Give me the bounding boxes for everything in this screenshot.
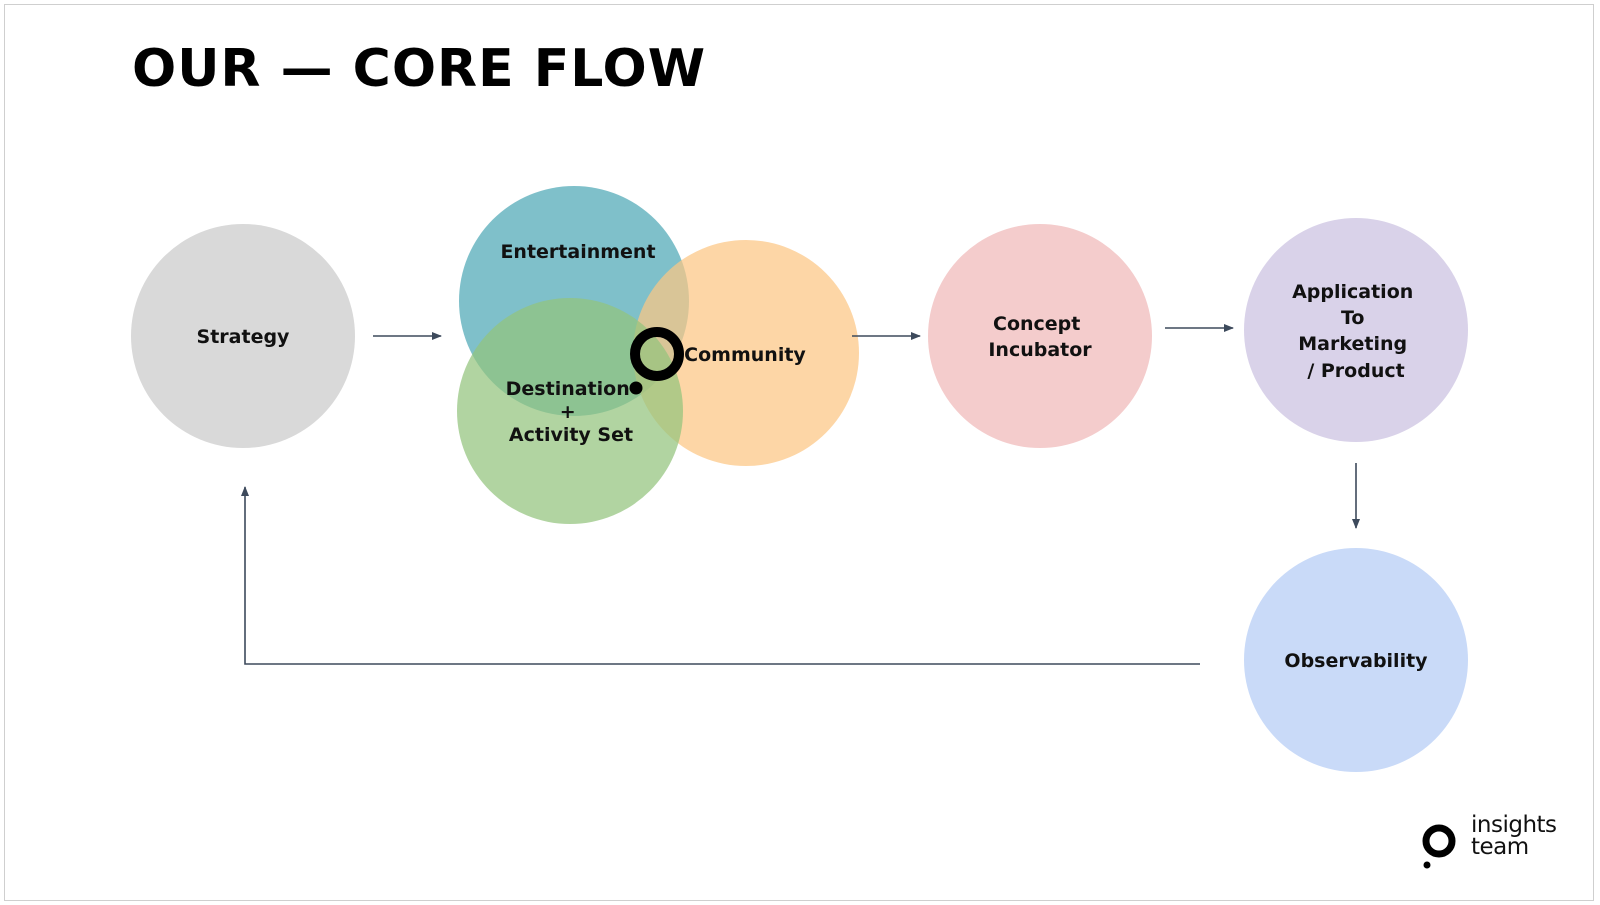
logo-ring-icon — [1422, 824, 1456, 858]
destination-label-line: + — [560, 401, 576, 423]
concept-incubator-node: Concept Incubator — [928, 224, 1152, 448]
brand-dot-icon — [629, 381, 643, 395]
destination-label: Destination + Activity Set — [506, 378, 637, 446]
strategy-label: Strategy — [197, 326, 291, 348]
application-label-line: Application — [1292, 281, 1413, 303]
application-label-line: To — [1341, 307, 1365, 329]
destination-circle — [457, 298, 683, 524]
insights-team-logo — [1422, 824, 1456, 869]
destination-label-line: Destination — [506, 378, 630, 400]
brand-wordmark: insights team — [1471, 812, 1557, 860]
application-label: Application To Marketing / Product — [1292, 281, 1420, 382]
brand-line-1: insights — [1471, 812, 1557, 838]
brand-ring-icon — [630, 327, 684, 381]
observability-node: Observability — [1244, 548, 1468, 772]
page-title: OUR — CORE FLOW — [132, 39, 707, 99]
application-label-line: Marketing — [1298, 333, 1407, 355]
logo-dot-icon — [1423, 861, 1431, 869]
venn-group: Entertainment Community Destination + Ac… — [457, 186, 859, 524]
observability-label: Observability — [1284, 650, 1428, 672]
community-label: Community — [684, 344, 806, 366]
strategy-circle — [131, 224, 355, 448]
concept-incubator-label: Concept Incubator — [988, 313, 1092, 361]
concept-incubator-label-line: Concept — [993, 313, 1080, 335]
entertainment-label: Entertainment — [500, 241, 655, 263]
concept-incubator-label-line: Incubator — [988, 339, 1092, 361]
strategy-node: Strategy — [131, 224, 355, 448]
application-label-line: / Product — [1307, 360, 1404, 382]
community-circle — [633, 240, 859, 466]
arrow-feedback-loop — [241, 486, 1200, 665]
application-node: Application To Marketing / Product — [1244, 218, 1468, 442]
concept-incubator-circle — [928, 224, 1152, 448]
observability-circle — [1244, 548, 1468, 772]
destination-label-line: Activity Set — [509, 424, 633, 446]
application-circle — [1244, 218, 1468, 442]
brand-line-2: team — [1471, 834, 1529, 860]
